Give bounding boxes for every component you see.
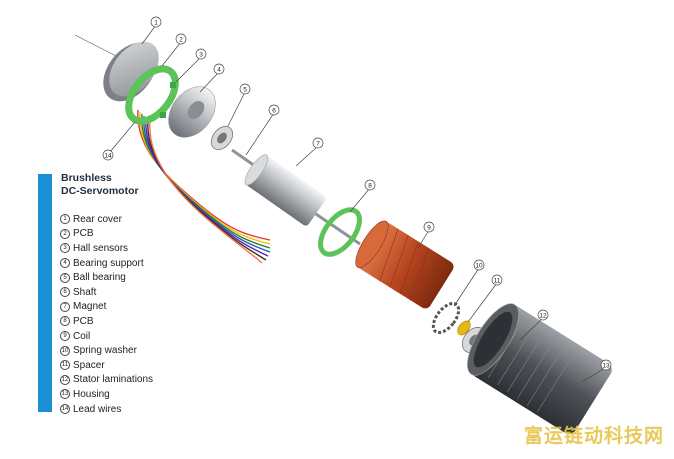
callout-num-13: 13 (602, 362, 610, 369)
legend-label: Shaft (73, 286, 97, 298)
housing (467, 303, 612, 434)
callout-3 (195, 48, 207, 60)
callout-4 (213, 63, 225, 75)
magnet (244, 154, 326, 226)
callout-num-5: 5 (243, 86, 247, 93)
callout-12 (537, 309, 549, 321)
callout-num-8: 8 (368, 182, 372, 189)
legend-num: 10 (60, 345, 70, 356)
callout-11 (491, 274, 503, 286)
callout-numbers: 1 2 3 4 5 6 7 8 9 10 11 12 13 14 (104, 19, 610, 369)
legend-accent-bar (38, 174, 52, 412)
spacer (457, 320, 471, 336)
callout-14 (102, 149, 114, 161)
legend-num: 11 (60, 360, 70, 371)
callout-6 (268, 104, 280, 116)
lead-wires (137, 109, 271, 264)
coil (355, 220, 454, 309)
legend-title-line1: Brushless (61, 172, 112, 184)
legend-num: 13 (60, 389, 70, 400)
legend-label: Housing (73, 388, 110, 400)
legend-title-line2: DC-Servomotor (61, 185, 139, 197)
legend-num: 3 (60, 243, 70, 254)
legend-num: 9 (60, 331, 70, 342)
callout-num-6: 6 (272, 107, 276, 114)
callout-num-4: 4 (217, 66, 221, 73)
callout-num-10: 10 (475, 262, 483, 269)
callout-num-14: 14 (104, 152, 112, 159)
callout-num-12: 12 (539, 312, 547, 319)
legend-num: 12 (60, 374, 70, 385)
leader-line (74, 34, 121, 59)
legend-num: 4 (60, 258, 70, 269)
callout-num-11: 11 (494, 277, 501, 284)
legend-num: 5 (60, 272, 70, 283)
legend-label: Stator laminations (73, 374, 154, 386)
shaft (231, 148, 256, 168)
spring-washer (431, 302, 461, 334)
legend-num: 6 (60, 287, 70, 298)
ball-bearing-rear (210, 125, 234, 151)
callout-num-7: 7 (316, 140, 320, 147)
legend-label: Coil (73, 330, 91, 342)
legend-label: Rear cover (73, 213, 122, 225)
callout-8 (364, 179, 376, 191)
legend-num: 7 (60, 301, 70, 312)
legend-label: Ball bearing (73, 272, 126, 284)
pcb-rear (125, 65, 179, 125)
legend-num: 2 (60, 228, 70, 239)
callout-num-2: 2 (179, 36, 183, 43)
legend-num: 8 (60, 316, 70, 327)
bearing-support (168, 86, 216, 138)
callout-1 (150, 16, 162, 28)
callout-2 (175, 33, 187, 45)
callout-num-1: 1 (154, 19, 158, 26)
legend-label: Lead wires (73, 403, 122, 415)
legend-num: 1 (60, 214, 70, 225)
callout-10 (473, 259, 485, 271)
legend-label: Spacer (73, 359, 105, 371)
callouts (102, 16, 612, 383)
legend-label: Spring washer (73, 345, 137, 357)
legend-label: Bearing support (73, 257, 144, 269)
pcb-front (318, 207, 362, 257)
legend-label: PCB (73, 315, 94, 327)
watermark: 富运链动科技网 (523, 425, 664, 447)
legend-label: Magnet (73, 301, 107, 313)
legend-label: PCB (73, 228, 94, 240)
callout-num-9: 9 (427, 224, 431, 231)
rear-cover (103, 41, 159, 102)
stator-laminations (487, 318, 578, 413)
callout-9 (423, 221, 435, 233)
callout-7 (312, 137, 324, 149)
legend-label: Hall sensors (73, 242, 129, 254)
legend-num: 14 (60, 404, 70, 415)
callout-num-3: 3 (199, 51, 203, 58)
callout-13 (600, 359, 612, 371)
legend-title: Brushless DC-Servomotor (61, 172, 181, 198)
callout-5 (239, 83, 251, 95)
